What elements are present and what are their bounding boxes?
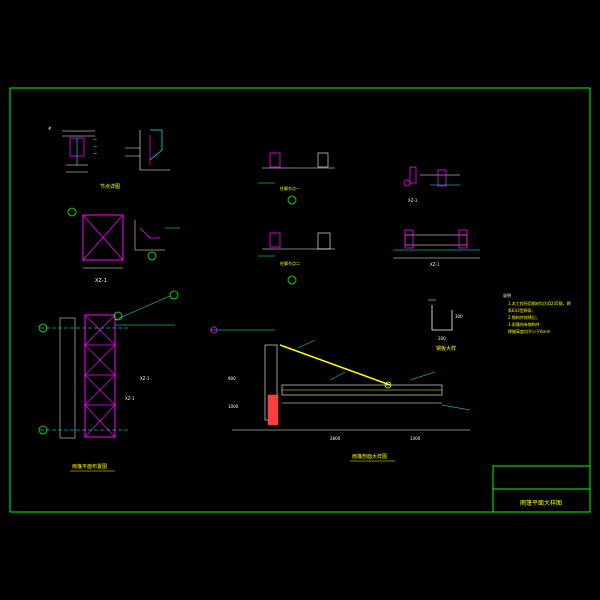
plan-label-1: XZ-1 bbox=[140, 376, 150, 381]
dim-height-2: 1000 bbox=[228, 404, 239, 409]
dim-span-1: 2800 bbox=[330, 436, 341, 441]
caption-plan: 雨篷平面布置图 bbox=[72, 463, 107, 470]
note-line-5: 焊缝高度均不小于6mm bbox=[508, 328, 550, 334]
title-block-title: 雨篷平面大样图 bbox=[520, 499, 562, 507]
detail-column-node-a: 柱脚节点一 bbox=[258, 152, 335, 205]
detail-top-left: # — — — 节点详图 bbox=[48, 126, 170, 190]
dim-height: 900 bbox=[228, 376, 236, 381]
note-line-4: 3.雨篷所有钢构件 bbox=[508, 321, 540, 327]
title-block: 雨篷平面大样图 bbox=[492, 465, 591, 513]
caption-xz1: XZ-1 bbox=[95, 278, 107, 284]
caption-hook: 钢板大样 bbox=[436, 345, 456, 352]
detail-xz1-beam: XZ-1 bbox=[393, 229, 480, 267]
svg-text:—: — bbox=[93, 144, 97, 149]
section-view: 2800 1400 900 1000 雨篷剖面大样图 bbox=[210, 326, 471, 462]
caption-bracket: XZ-1 bbox=[408, 198, 418, 203]
note-line-1: 1.本工程所用钢材均为Q235钢，焊 bbox=[508, 300, 571, 306]
detail-hook: 300 200 钢板大样 bbox=[428, 299, 463, 352]
notes-heading: 说明 bbox=[503, 292, 511, 298]
caption-section: 雨篷剖面大样图 bbox=[352, 453, 387, 460]
sheet-border bbox=[9, 87, 591, 513]
detail-xz1-right: XZ-1 bbox=[403, 166, 460, 203]
notes-block: 说明 1.本工程所用钢材均为Q235钢，焊 条E43型焊条； 2.钢构件除锈后；… bbox=[503, 292, 571, 334]
dim-span-2: 1400 bbox=[410, 436, 421, 441]
plan-view: XZ-1 XZ-1 雨篷平面布置图 bbox=[38, 290, 179, 472]
dim-hook-h: 300 bbox=[455, 314, 463, 319]
note-line-2: 条E43型焊条； bbox=[508, 307, 536, 313]
dim-hook-w: 200 bbox=[438, 336, 446, 341]
caption-xz1b: XZ-1 bbox=[430, 262, 440, 267]
caption-top-left: 节点详图 bbox=[100, 183, 120, 190]
svg-text:#: # bbox=[48, 126, 52, 131]
caption-column-a: 柱脚节点一 bbox=[280, 185, 300, 191]
detail-column-node-b: 柱脚节点二 bbox=[258, 232, 335, 285]
svg-text:—: — bbox=[93, 137, 97, 142]
note-line-3: 2.钢构件除锈后； bbox=[508, 314, 540, 320]
detail-xz1-bay: XZ-1 bbox=[67, 207, 180, 284]
svg-text:—: — bbox=[93, 151, 97, 156]
plan-label-2: XZ-1 bbox=[125, 396, 135, 401]
caption-column-b: 柱脚节点二 bbox=[280, 260, 300, 266]
